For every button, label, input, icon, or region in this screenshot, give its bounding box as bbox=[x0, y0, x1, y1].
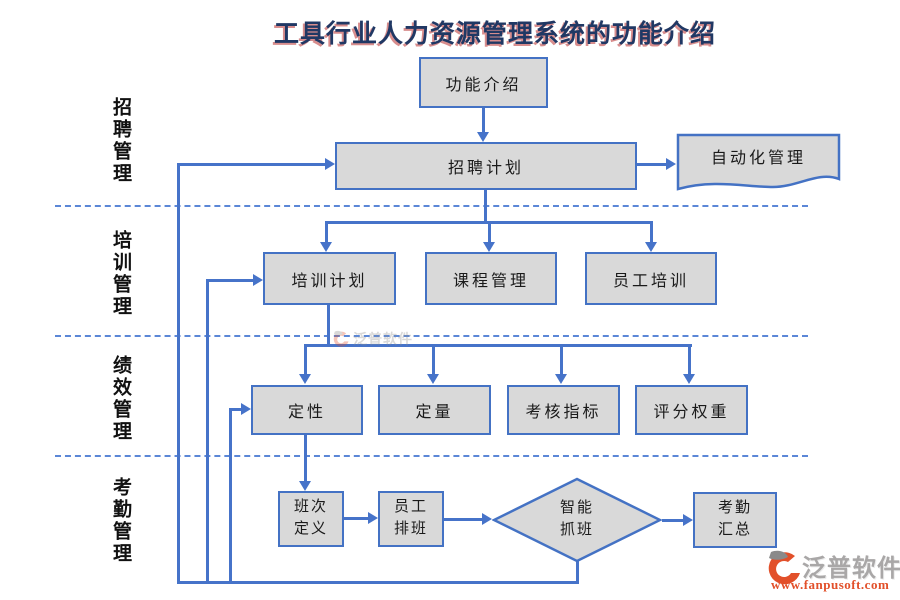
connector-training-down bbox=[327, 305, 330, 346]
connector-row2-a bbox=[325, 223, 328, 244]
node-shift-def: 班次 定义 bbox=[278, 491, 344, 547]
arrowhead-employee-training bbox=[645, 242, 657, 252]
connector-intro-recruit bbox=[482, 107, 485, 134]
connector-row3-c bbox=[560, 346, 563, 375]
arrowhead-smart-grab bbox=[482, 513, 492, 525]
arrowhead-att-summary bbox=[683, 514, 693, 526]
node-qualitative: 定性 bbox=[251, 385, 363, 435]
section-divider-3 bbox=[55, 455, 808, 457]
section-divider-2 bbox=[55, 335, 808, 337]
connector-recruit-down bbox=[484, 190, 487, 223]
connector-row3-a bbox=[304, 346, 307, 375]
connector-row3-b bbox=[432, 346, 435, 375]
arrowhead-shift-def bbox=[299, 481, 311, 491]
connector-row2-c bbox=[650, 223, 653, 244]
connector-row3-rail bbox=[304, 344, 692, 347]
connector-feedback-qual-in bbox=[229, 408, 242, 411]
arrowhead-feedback-training bbox=[253, 274, 263, 286]
connector-feedback-training-up bbox=[206, 279, 209, 584]
arrowhead-training-plan bbox=[320, 242, 332, 252]
connector-diamond-down bbox=[576, 560, 579, 584]
node-employee-training: 员工培训 bbox=[585, 252, 717, 305]
fanpu-url-text: www.fanpusoft.com bbox=[771, 577, 890, 592]
node-training-plan: 培训计划 bbox=[263, 252, 396, 305]
node-automation-label: 自动化管理 bbox=[710, 150, 806, 168]
section-label-performance: 绩效管理 bbox=[110, 355, 131, 443]
fanpu-logo-icon bbox=[765, 549, 801, 594]
page-title: 工具行业人力资源管理系统的功能介绍 bbox=[273, 21, 716, 48]
watermark-logo-icon bbox=[333, 330, 349, 347]
node-kpi: 考核指标 bbox=[507, 385, 620, 435]
center-watermark: 泛普软件 bbox=[332, 329, 413, 349]
connector-recruit-automation bbox=[637, 163, 668, 166]
node-smart-grab: 智能 抓班 bbox=[491, 477, 663, 563]
arrowhead-qualitative bbox=[299, 374, 311, 384]
arrowhead-kpi bbox=[555, 374, 567, 384]
node-intro: 功能介绍 bbox=[419, 57, 548, 108]
connector-row2-b bbox=[488, 223, 491, 244]
node-recruit-plan: 招聘计划 bbox=[335, 142, 637, 190]
node-emp-sched: 员工 排班 bbox=[378, 491, 444, 547]
node-score-weight: 评分权重 bbox=[635, 385, 748, 435]
node-att-summary: 考勤 汇总 bbox=[693, 492, 777, 548]
connector-shift-sched bbox=[344, 517, 370, 520]
section-divider-1 bbox=[55, 205, 808, 207]
connector-feedback-rail bbox=[177, 581, 579, 584]
arrowhead-feedback-recruit bbox=[325, 158, 335, 170]
diamond-shape-icon bbox=[491, 477, 663, 563]
watermark-brand: 泛普软件 bbox=[353, 333, 413, 348]
arrowhead-feedback-qual bbox=[241, 403, 251, 415]
connector-diamond-summary bbox=[662, 519, 685, 522]
connector-feedback-recruit-up bbox=[177, 163, 180, 584]
section-label-attendance: 考勤管理 bbox=[110, 477, 131, 565]
arrowhead-course-mgmt bbox=[483, 242, 495, 252]
fanpu-brand-text: 泛普软件 bbox=[802, 556, 900, 582]
connector-feedback-qual-up bbox=[229, 408, 232, 584]
connector-row2-rail bbox=[325, 221, 653, 224]
arrowhead-recruit-automation bbox=[666, 158, 676, 170]
section-label-training: 培训管理 bbox=[110, 230, 131, 318]
node-quantitative: 定量 bbox=[378, 385, 491, 435]
arrowhead-score-weight bbox=[683, 374, 695, 384]
connector-feedback-recruit-in bbox=[177, 163, 327, 166]
section-label-recruitment: 招聘管理 bbox=[110, 97, 131, 185]
node-course-mgmt: 课程管理 bbox=[425, 252, 557, 305]
arrowhead-emp-sched bbox=[368, 512, 378, 524]
connector-sched-diamond bbox=[444, 518, 484, 521]
arrowhead-quantitative bbox=[427, 374, 439, 384]
arrowhead-intro-recruit bbox=[477, 132, 489, 142]
connector-row3-d bbox=[688, 346, 691, 375]
connector-qual-shift bbox=[304, 435, 307, 482]
connector-feedback-training-in bbox=[206, 279, 254, 282]
document-shape-icon bbox=[676, 133, 841, 191]
node-automation: 自动化管理 bbox=[676, 133, 841, 195]
node-smart-grab-label: 智能 抓班 bbox=[559, 500, 594, 538]
